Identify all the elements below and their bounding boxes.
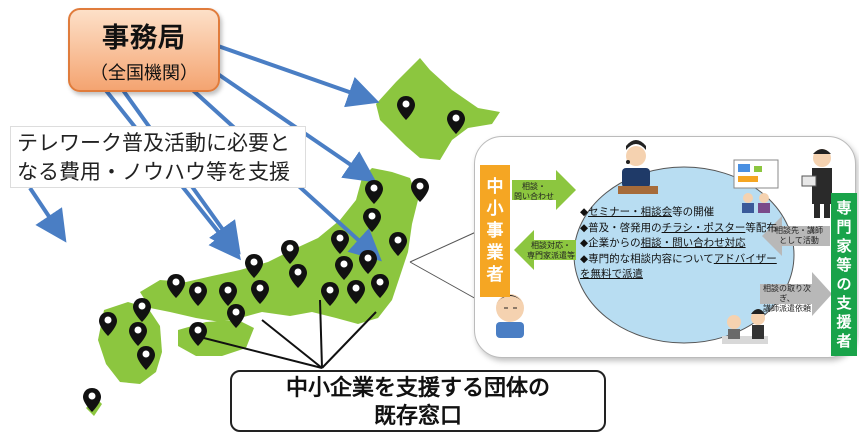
- existing-counter-box: 中小企業を支援する団体の 既存窓口: [230, 370, 606, 432]
- service-underlined: アドバイザーを無料で派遣: [580, 252, 777, 281]
- arrow-relay-line2: 講師派遣依頼: [763, 304, 811, 313]
- presenter-illustration: [618, 140, 658, 194]
- telework-support-box: テレワーク普及活動に必要と なる費用・ノウハウ等を支援: [10, 126, 306, 188]
- arrow-response: [514, 230, 576, 270]
- meeting-illustration: [733, 159, 779, 213]
- hq-box: 事務局 （全国機関）: [68, 8, 220, 92]
- expert-label: 専門家等の支援者: [831, 193, 857, 356]
- arrow-expert-line1: 相談先・講師: [775, 226, 823, 235]
- service-item: ◆企業からの相談・問い合わせ対応: [580, 236, 785, 252]
- consultant-illustration: [801, 149, 832, 218]
- service-underlined: チラシ・ポスター: [661, 221, 746, 234]
- counter-line-1: 中小企業を支援する団体の: [285, 376, 550, 401]
- arrow-expert: [762, 216, 830, 256]
- expert-label-text: 専門家等の支援者: [836, 198, 852, 350]
- service-bullet: ◆: [580, 206, 589, 218]
- arrow-expert-line2: として活動: [779, 236, 819, 245]
- hq-subtitle: （全国機関）: [90, 62, 198, 84]
- telework-line-2: なる費用・ノウハウ等を支援: [17, 160, 290, 184]
- service-text: 普及・啓発用の: [588, 221, 662, 234]
- telework-line-1: テレワーク普及活動に必要と: [17, 131, 290, 155]
- service-item: ◆セミナー・相談会等の開催: [580, 205, 785, 221]
- arrow-relay-line1: 相談の取り次ぎ、: [763, 284, 811, 303]
- arrow-response-line2: 専門家派遣等: [527, 251, 575, 260]
- service-item: ◆普及・啓発用のチラシ・ポスター等配布: [580, 221, 785, 237]
- sme-label: 中小事業者: [480, 165, 510, 297]
- service-text: 専門的な相談内容について: [588, 252, 714, 265]
- arrow-consult-line2: 問い合わせ: [514, 192, 554, 201]
- service-underlined: セミナー・相談会: [588, 206, 673, 218]
- counter-line-2: 既存窓口: [373, 404, 462, 429]
- service-text: 企業からの: [588, 237, 641, 249]
- service-bullet: ◆: [580, 221, 589, 234]
- sme-person-illustration: [496, 294, 524, 338]
- arrow-consult-line1: 相談・: [522, 182, 546, 191]
- service-bullet: ◆: [580, 237, 589, 249]
- arrow-expert-label: 相談先・講師 として活動: [772, 226, 826, 246]
- arrow-relay-label: 相談の取り次ぎ、 講師派遣依頼: [760, 284, 814, 314]
- counter-lines: [191, 299, 377, 369]
- service-list: ◆セミナー・相談会等の開催 ◆普及・啓発用のチラシ・ポスター等配布 ◆企業からの…: [580, 205, 785, 283]
- arrow-consult: [512, 170, 576, 210]
- hq-title: 事務局: [102, 22, 186, 54]
- service-item: ◆専門的な相談内容についてアドバイザーを無料で派遣: [580, 252, 785, 283]
- sme-label-text: 中小事業者: [486, 177, 504, 285]
- arrow-response-label: 相談対応・ 専門家派遣等: [526, 241, 576, 261]
- arrow-consult-label: 相談・ 問い合わせ: [514, 182, 554, 202]
- arrow-relay: [760, 272, 832, 316]
- arrow-response-line1: 相談対応・: [531, 241, 571, 250]
- consultation-illustration: [722, 309, 768, 344]
- service-text: 等の開催: [672, 206, 715, 218]
- service-bullet: ◆: [580, 252, 589, 265]
- service-text: 等配布: [745, 221, 777, 234]
- hokkaido-shape: [376, 58, 500, 160]
- service-underlined: 相談・問い合わせ対応: [640, 237, 746, 249]
